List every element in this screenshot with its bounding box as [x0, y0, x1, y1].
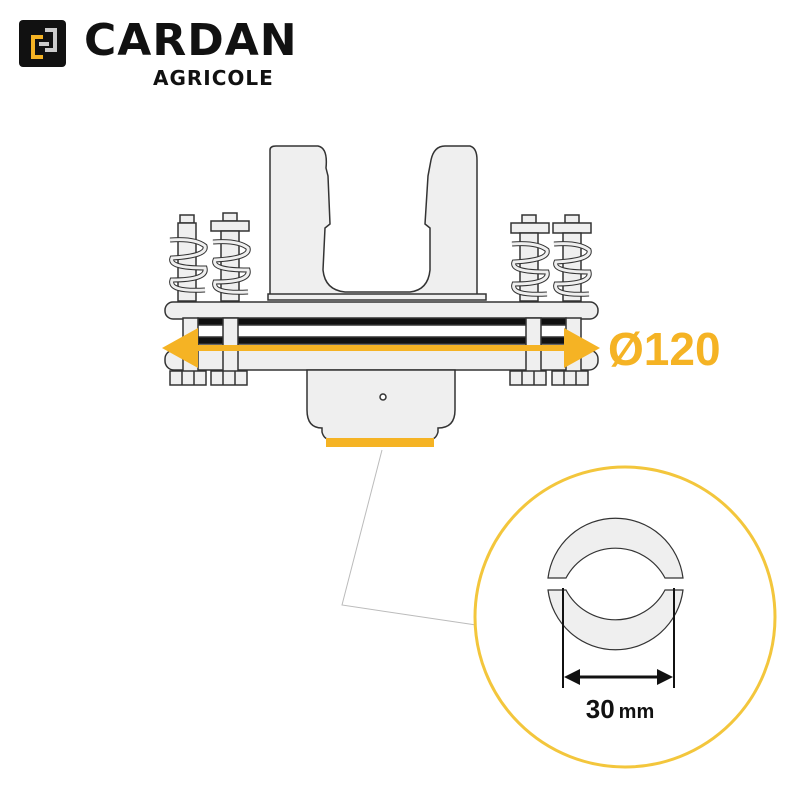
- spring-right-2: [552, 214, 592, 302]
- bore-dimension: [562, 588, 675, 688]
- outer-diameter-label: Ø120: [608, 323, 721, 375]
- nuts: [169, 370, 589, 386]
- diameter-arrow: [162, 328, 600, 368]
- brand-subtitle: AGRICOLE: [153, 66, 274, 90]
- bore-value: 30: [585, 694, 615, 724]
- detail-circle: [473, 465, 777, 769]
- bore-ring: [547, 517, 684, 651]
- spring-left-1: [169, 214, 208, 302]
- yoke: [269, 145, 478, 297]
- brand-logo-icon: [19, 20, 66, 67]
- spring-left-2: [210, 212, 251, 302]
- leader-line: [341, 449, 477, 626]
- hub: [306, 369, 456, 441]
- spring-right-1: [510, 214, 550, 302]
- brand-name: CARDAN: [84, 15, 298, 66]
- bore-highlight: [326, 438, 434, 447]
- top-plate: [164, 301, 599, 320]
- bore-unit: mm: [618, 701, 655, 723]
